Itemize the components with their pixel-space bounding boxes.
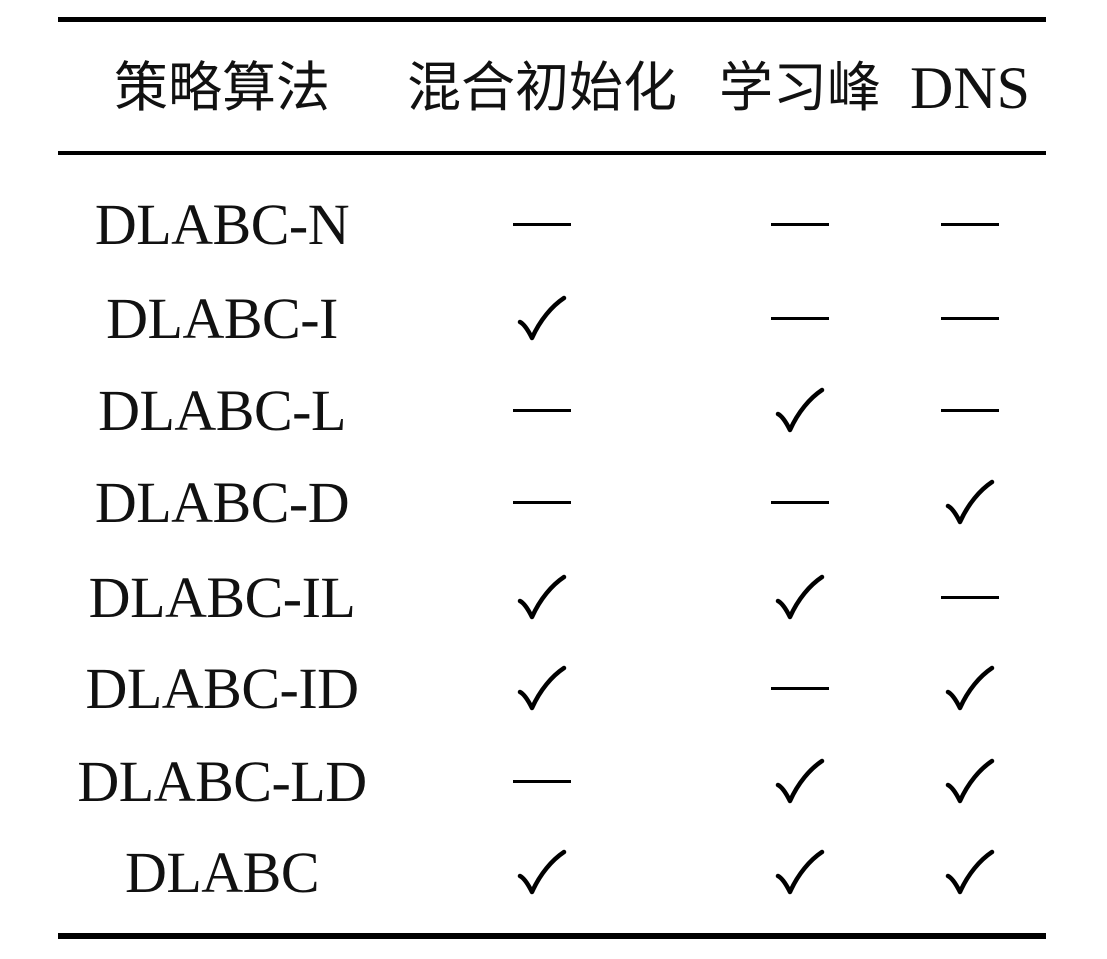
- checkmark-icon: [940, 757, 1000, 807]
- dash-icon: [940, 386, 1000, 436]
- dash-icon: [940, 573, 1000, 623]
- dash-icon: [940, 294, 1000, 344]
- header-strategy: 策略算法: [114, 56, 330, 119]
- checkmark-icon: [512, 573, 572, 623]
- header-learning-peak: 学习峰: [719, 56, 881, 119]
- strategy-name: DLABC-D: [94, 470, 350, 535]
- dash-icon: [940, 200, 1000, 250]
- header-dns: DNS: [909, 55, 1031, 121]
- header-rule: [58, 151, 1046, 155]
- checkmark-icon: [940, 848, 1000, 898]
- strategy-name: DLABC-LD: [77, 749, 367, 814]
- dash-icon: [512, 757, 572, 807]
- strategy-name: DLABC-I: [106, 286, 338, 351]
- dash-icon: [770, 294, 830, 344]
- dash-icon: [512, 200, 572, 250]
- checkmark-icon: [512, 664, 572, 714]
- dash-icon: [512, 478, 572, 528]
- checkmark-icon: [770, 573, 830, 623]
- checkmark-icon: [940, 478, 1000, 528]
- dash-icon: [770, 664, 830, 714]
- bottom-rule: [58, 933, 1046, 939]
- checkmark-icon: [770, 386, 830, 436]
- strategy-name: DLABC-L: [98, 378, 346, 443]
- strategy-name: DLABC-ID: [85, 656, 359, 721]
- dash-icon: [770, 200, 830, 250]
- top-rule: [58, 17, 1046, 22]
- strategy-name: DLABC: [124, 840, 320, 905]
- checkmark-icon: [512, 294, 572, 344]
- strategy-name: DLABC-IL: [88, 565, 356, 630]
- dash-icon: [770, 478, 830, 528]
- checkmark-icon: [770, 757, 830, 807]
- checkmark-icon: [940, 664, 1000, 714]
- strategy-name: DLABC-N: [94, 192, 350, 257]
- dash-icon: [512, 386, 572, 436]
- header-hybrid-init: 混合初始化: [407, 56, 677, 119]
- checkmark-icon: [512, 848, 572, 898]
- checkmark-icon: [770, 848, 830, 898]
